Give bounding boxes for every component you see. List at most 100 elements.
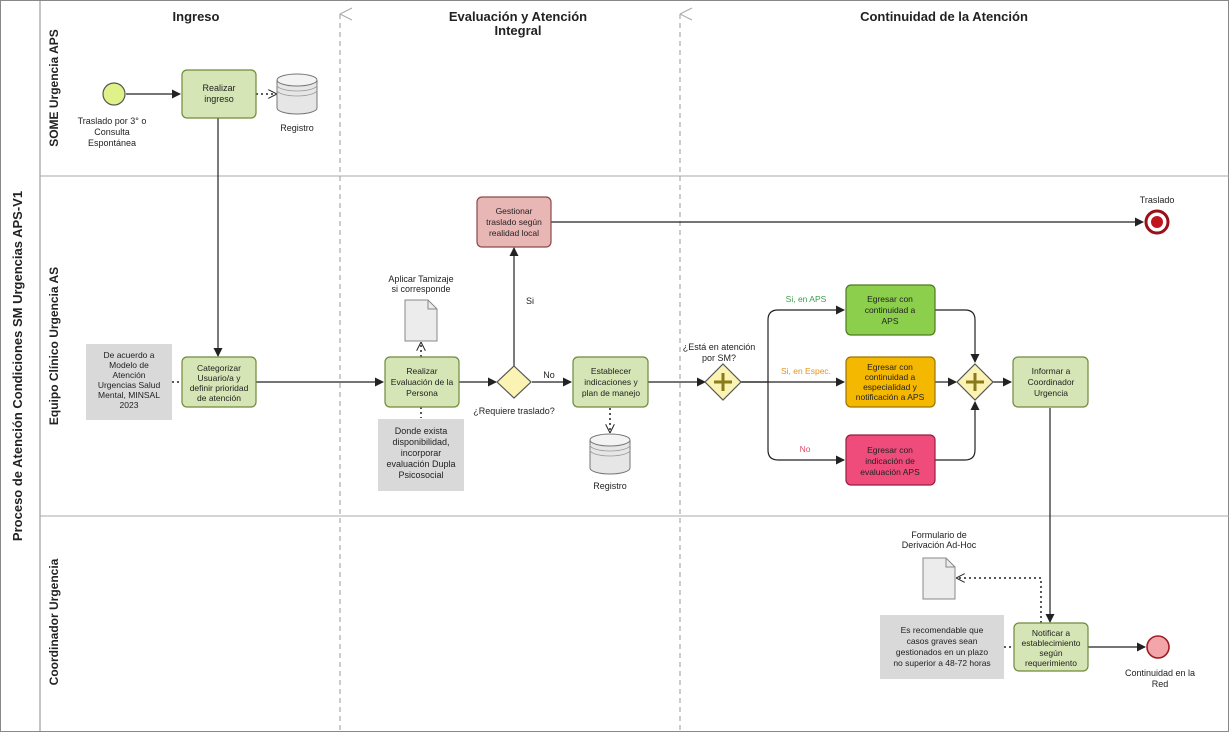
task-egresar-indicacion[interactable]: Egresar con indicación de evaluación APS [845,434,936,486]
start-label-3: Espontánea [88,138,136,148]
annotation-dupla-line: Psicosocial [398,470,443,480]
gateway-atencion-label-1: ¿Está en atención [683,342,756,352]
document-tamizaje-label-1: Aplicar Tamizaje [388,274,453,284]
lane-title-some: SOME Urgencia APS [47,29,61,147]
task-egresar-aps-line: Egresar con [867,294,913,304]
flow-split-si-aps [741,305,845,383]
task-gestionar-line: traslado según [486,217,542,227]
annotation-graves-line: gestionados en un plazo [896,647,988,657]
phase-title-evaluacion-line2: Integral [495,23,542,38]
task-egresar-ind-line: evaluación APS [860,467,920,477]
task-informar-coordinador[interactable]: Informar a Coordinador Urgencia [1012,356,1089,408]
end-event-red[interactable] [1146,635,1170,659]
annotation-modelo-line: Modelo de [109,360,149,370]
task-gestionar-line: Gestionar [496,206,533,216]
parallel-plus-icon [714,373,732,391]
task-realizar-ingreso[interactable]: Realizar ingreso [181,69,257,119]
phase-title-ingreso: Ingreso [173,9,220,24]
task-egresar-ind-line: indicación de [865,456,915,466]
task-establecer-indicaciones[interactable]: Establecer indicaciones y plan de manejo [572,356,649,408]
task-notificar-line: según [1039,648,1062,658]
assoc-notificar-formulario [957,578,1042,623]
phase-title-continuidad: Continuidad de la Atención [860,9,1028,24]
annotation-graves-line: casos graves sean [907,636,978,646]
flow-label-si-espec: Si, en Espec. [781,366,831,376]
parallel-plus-icon [966,373,984,391]
gateway-traslado-label: ¿Requiere traslado? [473,406,555,416]
task-categorizar-line: Usuario/a y [198,373,242,383]
annotation-dupla-line: evaluación Dupla [386,459,455,469]
lane-title-coord: Coordinador Urgencia [47,558,61,685]
phase-chevron-2b [679,13,693,21]
annotation-modelo-line: Atención [112,370,145,380]
task-evaluacion-line: Persona [406,388,438,398]
annotation-dupla-line: Donde exista [395,426,448,436]
document-formulario-label-2: Derivación Ad-Hoc [902,540,977,550]
datastore-registro-1-label: Registro [280,123,314,133]
gateway-requiere-traslado[interactable] [496,365,532,399]
flow-label-si: Si [526,296,534,306]
task-informar-line: Coordinador [1028,377,1075,387]
flow-aps-to-join [935,309,980,363]
gateway-parallel-join[interactable] [956,363,994,401]
annotation-modelo-line: 2023 [120,400,139,410]
end-event-traslado-core [1151,216,1163,228]
task-gestionar-line: realidad local [489,228,539,238]
document-formulario-label-1: Formulario de [911,530,967,540]
gateway-parallel-split[interactable] [704,363,742,401]
task-notificar-line: establecimiento [1021,638,1080,648]
task-informar-line: Informar a [1032,366,1071,376]
task-ingreso-line: Realizar [202,83,235,93]
task-egresar-especialidad[interactable]: Egresar con continuidad a especialidad y… [845,356,936,408]
flow-label-no: No [543,370,555,380]
start-label-1: Traslado por 3° o [78,116,147,126]
task-egresar-esp-line: notificación a APS [856,392,925,402]
document-tamizaje-icon[interactable] [404,299,438,342]
task-gestionar-traslado[interactable]: Gestionar traslado según realidad local [476,196,552,248]
end-red-label-1: Continuidad en la [1125,668,1195,678]
annotation-modelo-minsal: De acuerdo a Modelo de Atención Urgencia… [86,344,172,420]
task-realizar-evaluacion[interactable]: Realizar Evaluación de la Persona [384,356,460,408]
flow-ind-to-join [935,401,980,461]
annotation-graves-line: Es recomendable que [901,625,984,635]
annotation-casos-graves: Es recomendable que casos graves sean ge… [880,615,1004,679]
task-egresar-esp-line: Egresar con [867,362,913,372]
phase-chevron-1b [339,13,353,21]
start-label-2: Consulta [94,127,130,137]
datastore-registro-1[interactable] [276,73,318,115]
phase-chevron-1 [339,7,353,15]
document-tamizaje-label-2: si corresponde [391,284,450,294]
annotation-dupla-line: disponibilidad, [392,437,449,447]
task-notificar-establecimiento[interactable]: Notificar a establecimiento según requer… [1013,622,1089,672]
start-event[interactable] [102,82,126,106]
task-ingreso-line: ingreso [204,94,234,104]
task-categorizar[interactable]: Categorizar Usuario/a y definir priorida… [181,356,257,408]
task-egresar-ind-line: Egresar con [867,445,913,455]
gateway-atencion-label-2: por SM? [702,353,736,363]
datastore-registro-2-label: Registro [593,481,627,491]
task-evaluacion-line: Evaluación de la [391,377,454,387]
annotation-graves-line: no superior a 48-72 horas [893,658,990,668]
annotation-dupla-line: incorporar [401,448,442,458]
task-egresar-esp-line: especialidad y [863,382,918,392]
lane-title-equipo: Equipo Clínico Urgencia AS [47,267,61,425]
phase-chevron-2 [679,7,693,15]
annotation-modelo-line: Urgencias Salud [98,380,161,390]
end-traslado-label: Traslado [1140,195,1175,205]
annotation-dupla-psicosocial: Donde exista disponibilidad, incorporar … [378,419,464,491]
pool-title: Proceso de Atención Condiciones SM Urgen… [10,191,25,541]
phase-title-evaluacion-line1: Evaluación y Atención [449,9,587,24]
task-establecer-line: Establecer [591,366,631,376]
task-evaluacion-line: Realizar [406,366,437,376]
task-informar-line: Urgencia [1034,388,1068,398]
task-establecer-line: indicaciones y [584,377,638,387]
end-red-label-2: Red [1152,679,1169,689]
document-formulario-icon[interactable] [922,557,956,600]
task-notificar-line: requerimiento [1025,658,1077,668]
annotation-modelo-line: De acuerdo a [103,350,154,360]
task-categorizar-line: Categorizar [197,363,241,373]
task-egresar-aps[interactable]: Egresar con continuidad a APS [845,284,936,336]
datastore-registro-2[interactable] [589,433,631,475]
task-categorizar-line: definir prioridad [190,383,249,393]
